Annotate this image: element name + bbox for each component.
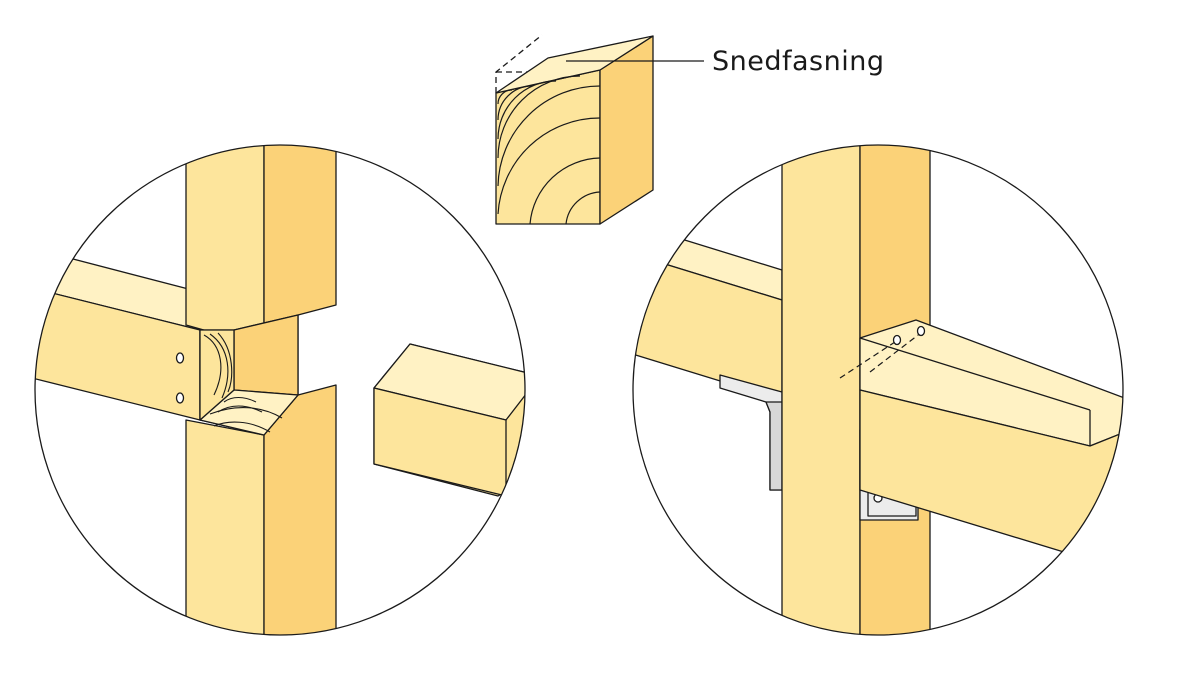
right-near-beam <box>859 319 1123 561</box>
chamfer-block-detail: Snedfasning <box>495 34 884 225</box>
left-beam-end <box>199 329 235 421</box>
left-circle-outline <box>34 144 526 636</box>
left-post-notch <box>199 314 299 436</box>
left-separate-beam <box>373 343 525 497</box>
left-detail-circle <box>34 144 526 636</box>
right-circle-outline <box>632 144 1124 636</box>
left-post-upper <box>185 145 337 348</box>
hidden-screw-paths <box>839 331 923 379</box>
block-growth-rings <box>497 75 601 225</box>
left-screw-holes <box>175 352 185 404</box>
snedfasning-label: Snedfasning <box>712 46 884 77</box>
right-detail-circle <box>632 144 1124 636</box>
right-screw-holes <box>892 325 926 346</box>
left-post-lower <box>185 384 337 635</box>
